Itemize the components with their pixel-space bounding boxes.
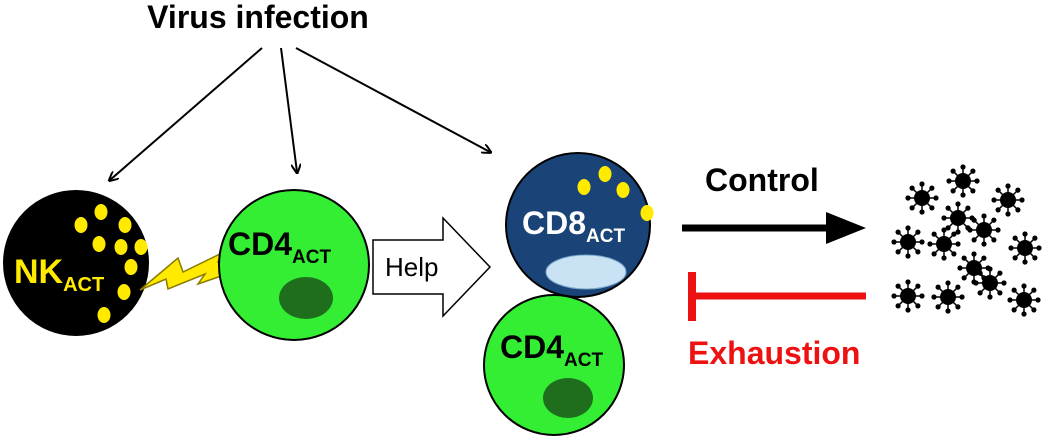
cd4-left-label: CD4ACT bbox=[228, 226, 331, 268]
arrow-to-cd4 bbox=[280, 47, 297, 172]
control-arrowhead bbox=[826, 212, 866, 244]
virus-particle-icon bbox=[931, 280, 965, 314]
virus-particle-icon bbox=[891, 225, 925, 259]
arrow-to-cd8 bbox=[295, 47, 490, 152]
help-arrow bbox=[372, 216, 492, 318]
cd4-left-nucleus bbox=[279, 277, 333, 319]
granule bbox=[134, 239, 148, 255]
arrow-to-nk bbox=[110, 47, 263, 180]
virus-particle-icon bbox=[991, 183, 1025, 217]
virus-particle-icon bbox=[927, 227, 961, 261]
virus-particle-icon bbox=[1007, 283, 1041, 317]
cd8-nucleus bbox=[545, 254, 627, 290]
help-label: Help bbox=[385, 252, 438, 282]
granule bbox=[640, 205, 654, 221]
granule bbox=[114, 239, 128, 255]
granule bbox=[94, 204, 108, 220]
granule bbox=[598, 166, 612, 182]
granule bbox=[97, 307, 111, 323]
granule bbox=[117, 284, 131, 300]
virus-particle-icon bbox=[946, 164, 980, 198]
cd8-cell: CD8ACT bbox=[505, 152, 654, 298]
cd8-label: CD8ACT bbox=[522, 205, 625, 247]
granule bbox=[124, 259, 138, 275]
cd4-bottom-nucleus bbox=[543, 378, 593, 418]
virus-particle-icon bbox=[941, 201, 975, 235]
nk-cell-label: NKACT bbox=[14, 253, 104, 296]
granule bbox=[74, 217, 88, 233]
virus-particle-icon bbox=[967, 213, 1001, 247]
cd4-bottom-label: CD4ACT bbox=[500, 329, 603, 371]
virus-particle-icon bbox=[1008, 231, 1042, 265]
virus-particles bbox=[891, 164, 1042, 317]
virus-particle-icon bbox=[973, 266, 1007, 300]
granule bbox=[577, 179, 591, 195]
cd8-granules bbox=[577, 166, 654, 221]
granule bbox=[616, 182, 630, 198]
granule bbox=[118, 217, 132, 233]
exhaustion-label: Exhaustion bbox=[688, 335, 860, 371]
nk-cell: NKACT bbox=[3, 190, 149, 336]
granule bbox=[92, 236, 106, 252]
cd4-cell-bottom: CD4ACT bbox=[483, 294, 625, 436]
virus-particle-icon bbox=[905, 181, 939, 215]
nk-granules bbox=[74, 204, 148, 323]
cd4-cell-left: CD4ACT bbox=[218, 189, 370, 341]
title-virus-infection: Virus infection bbox=[147, 0, 369, 35]
control-label: Control bbox=[705, 162, 819, 198]
virus-particle-icon bbox=[891, 279, 925, 313]
